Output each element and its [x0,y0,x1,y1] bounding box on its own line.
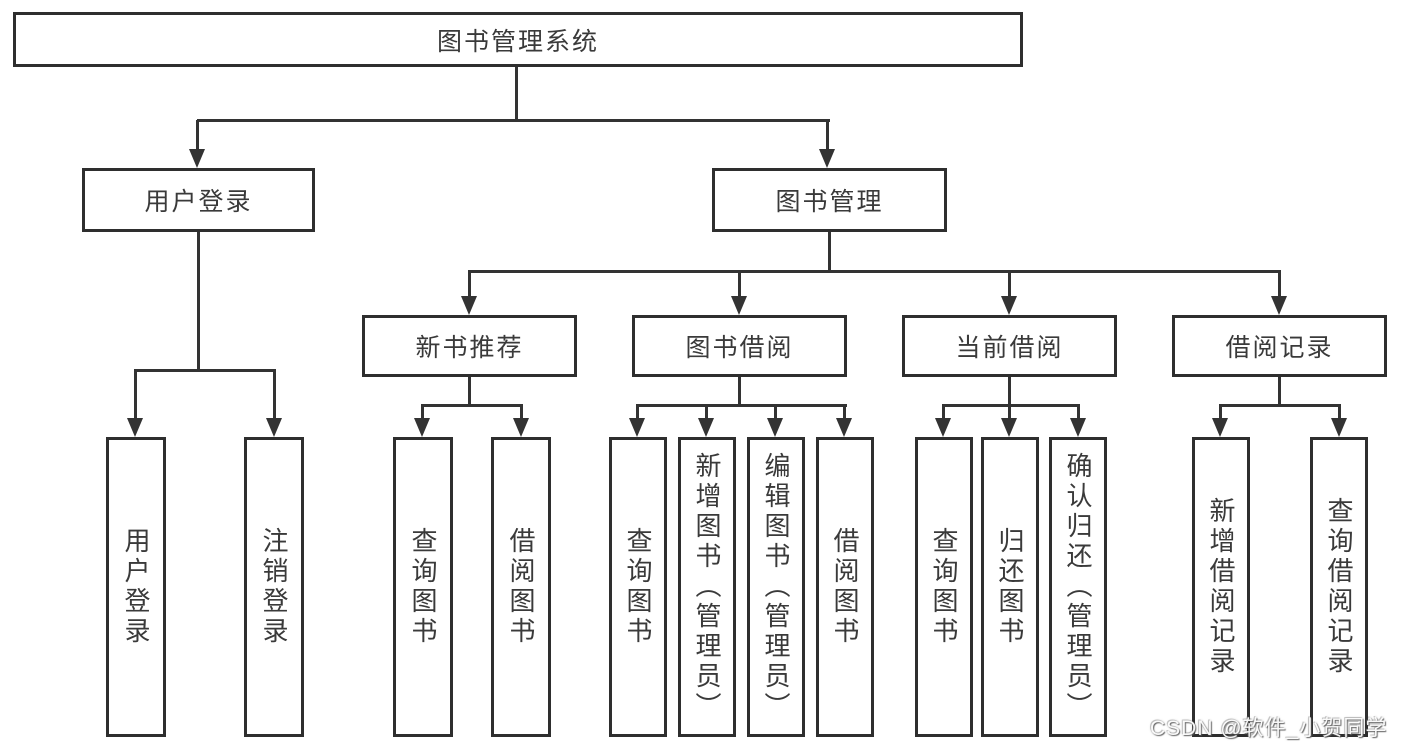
node-label: 图书管理 [775,188,884,216]
leaf-edit-books-admin: 编辑图书（管理员） [747,437,805,737]
connector-line [134,369,137,420]
node-label: 归还图书 [995,527,1025,647]
leaf-add-borrow-record: 新增借阅记录 [1192,437,1250,737]
node-label: 借阅记录 [1225,334,1334,362]
arrow-down-icon [698,418,714,437]
connector-line [636,404,639,420]
leaf-logout: 注销登录 [244,437,304,737]
arrow-down-icon [629,418,645,437]
connector-line [273,369,276,420]
connector-line [637,404,847,407]
node-label: 编辑图书（管理员） [761,452,791,722]
connector-line [1008,404,1011,420]
node-user-login-module: 用户登录 [82,168,315,232]
arrow-down-icon [1001,418,1017,437]
arrow-down-icon [731,296,747,315]
connector-line [196,120,199,152]
leaf-borrow-books: 借阅图书 [816,437,874,737]
connector-line [422,404,523,407]
connector-line [520,404,523,420]
leaf-return-books: 归还图书 [981,437,1039,737]
node-label: 新增图书（管理员） [692,452,722,722]
connector-line [738,271,741,299]
leaf-user-login: 用户登录 [106,437,166,737]
connector-line [774,404,777,420]
leaf-add-books-admin: 新增图书（管理员） [678,437,736,737]
connector-line [705,404,708,420]
arrow-down-icon [819,149,835,168]
connector-line [1008,377,1011,407]
connector-line [197,119,830,122]
arrow-down-icon [1070,418,1086,437]
node-label: 新书推荐 [415,334,524,362]
node-label: 用户登录 [121,527,151,647]
node-label: 图书借阅 [685,334,794,362]
node-label: 查询图书 [408,527,438,647]
node-label: 当前借阅 [955,334,1064,362]
leaf-query-books-current: 查询图书 [915,437,973,737]
connector-line [135,369,276,372]
node-library-system: 图书管理系统 [13,12,1023,67]
arrow-down-icon [189,149,205,168]
node-label: 注销登录 [259,527,289,647]
arrow-down-icon [414,418,430,437]
connector-line [826,120,829,152]
node-label: 新增借阅记录 [1206,497,1236,677]
arrow-down-icon [127,418,143,437]
connector-line [468,271,471,299]
connector-line [738,377,741,407]
node-label: 查询借阅记录 [1324,497,1354,677]
node-label: 查询图书 [623,527,653,647]
connector-line [468,377,471,407]
leaf-confirm-return-admin: 确认归还（管理员） [1049,437,1107,737]
arrow-down-icon [935,418,951,437]
leaf-borrow-books-recommend: 借阅图书 [491,437,551,737]
node-borrowing-records: 借阅记录 [1172,315,1387,377]
node-label: 用户登录 [144,188,253,216]
arrow-down-icon [1212,418,1228,437]
connector-line [1220,404,1341,407]
node-book-borrowing: 图书借阅 [632,315,847,377]
connector-line [1278,271,1281,299]
arrow-down-icon [1001,296,1017,315]
connector-line [197,232,200,372]
connector-line [843,404,846,420]
node-label: 借阅图书 [506,527,536,647]
arrow-down-icon [461,296,477,315]
node-label: 确认归还（管理员） [1063,452,1093,722]
connector-line [1219,404,1222,420]
node-current-borrowing: 当前借阅 [902,315,1117,377]
connector-line [942,404,945,420]
connector-line [421,404,424,420]
connector-line [1077,404,1080,420]
arrow-down-icon [266,418,282,437]
arrow-down-icon [1271,296,1287,315]
connector-line [468,270,1281,273]
arrow-down-icon [1331,418,1347,437]
connector-line [1008,271,1011,299]
leaf-query-books-borrowing: 查询图书 [609,437,667,737]
arrow-down-icon [836,418,852,437]
leaf-query-borrow-record: 查询借阅记录 [1310,437,1368,737]
connector-line [828,232,831,273]
connector-line [515,67,518,122]
watermark: CSDN @软件_小贺同学 [1150,717,1388,740]
node-new-book-recommend: 新书推荐 [362,315,577,377]
node-label: 查询图书 [929,527,959,647]
connector-line [1338,404,1341,420]
leaf-query-books-recommend: 查询图书 [393,437,453,737]
connector-line [1278,377,1281,407]
node-label: 借阅图书 [830,527,860,647]
arrow-down-icon [513,418,529,437]
node-label: 图书管理系统 [436,27,599,56]
node-book-management: 图书管理 [712,168,947,232]
arrow-down-icon [767,418,783,437]
